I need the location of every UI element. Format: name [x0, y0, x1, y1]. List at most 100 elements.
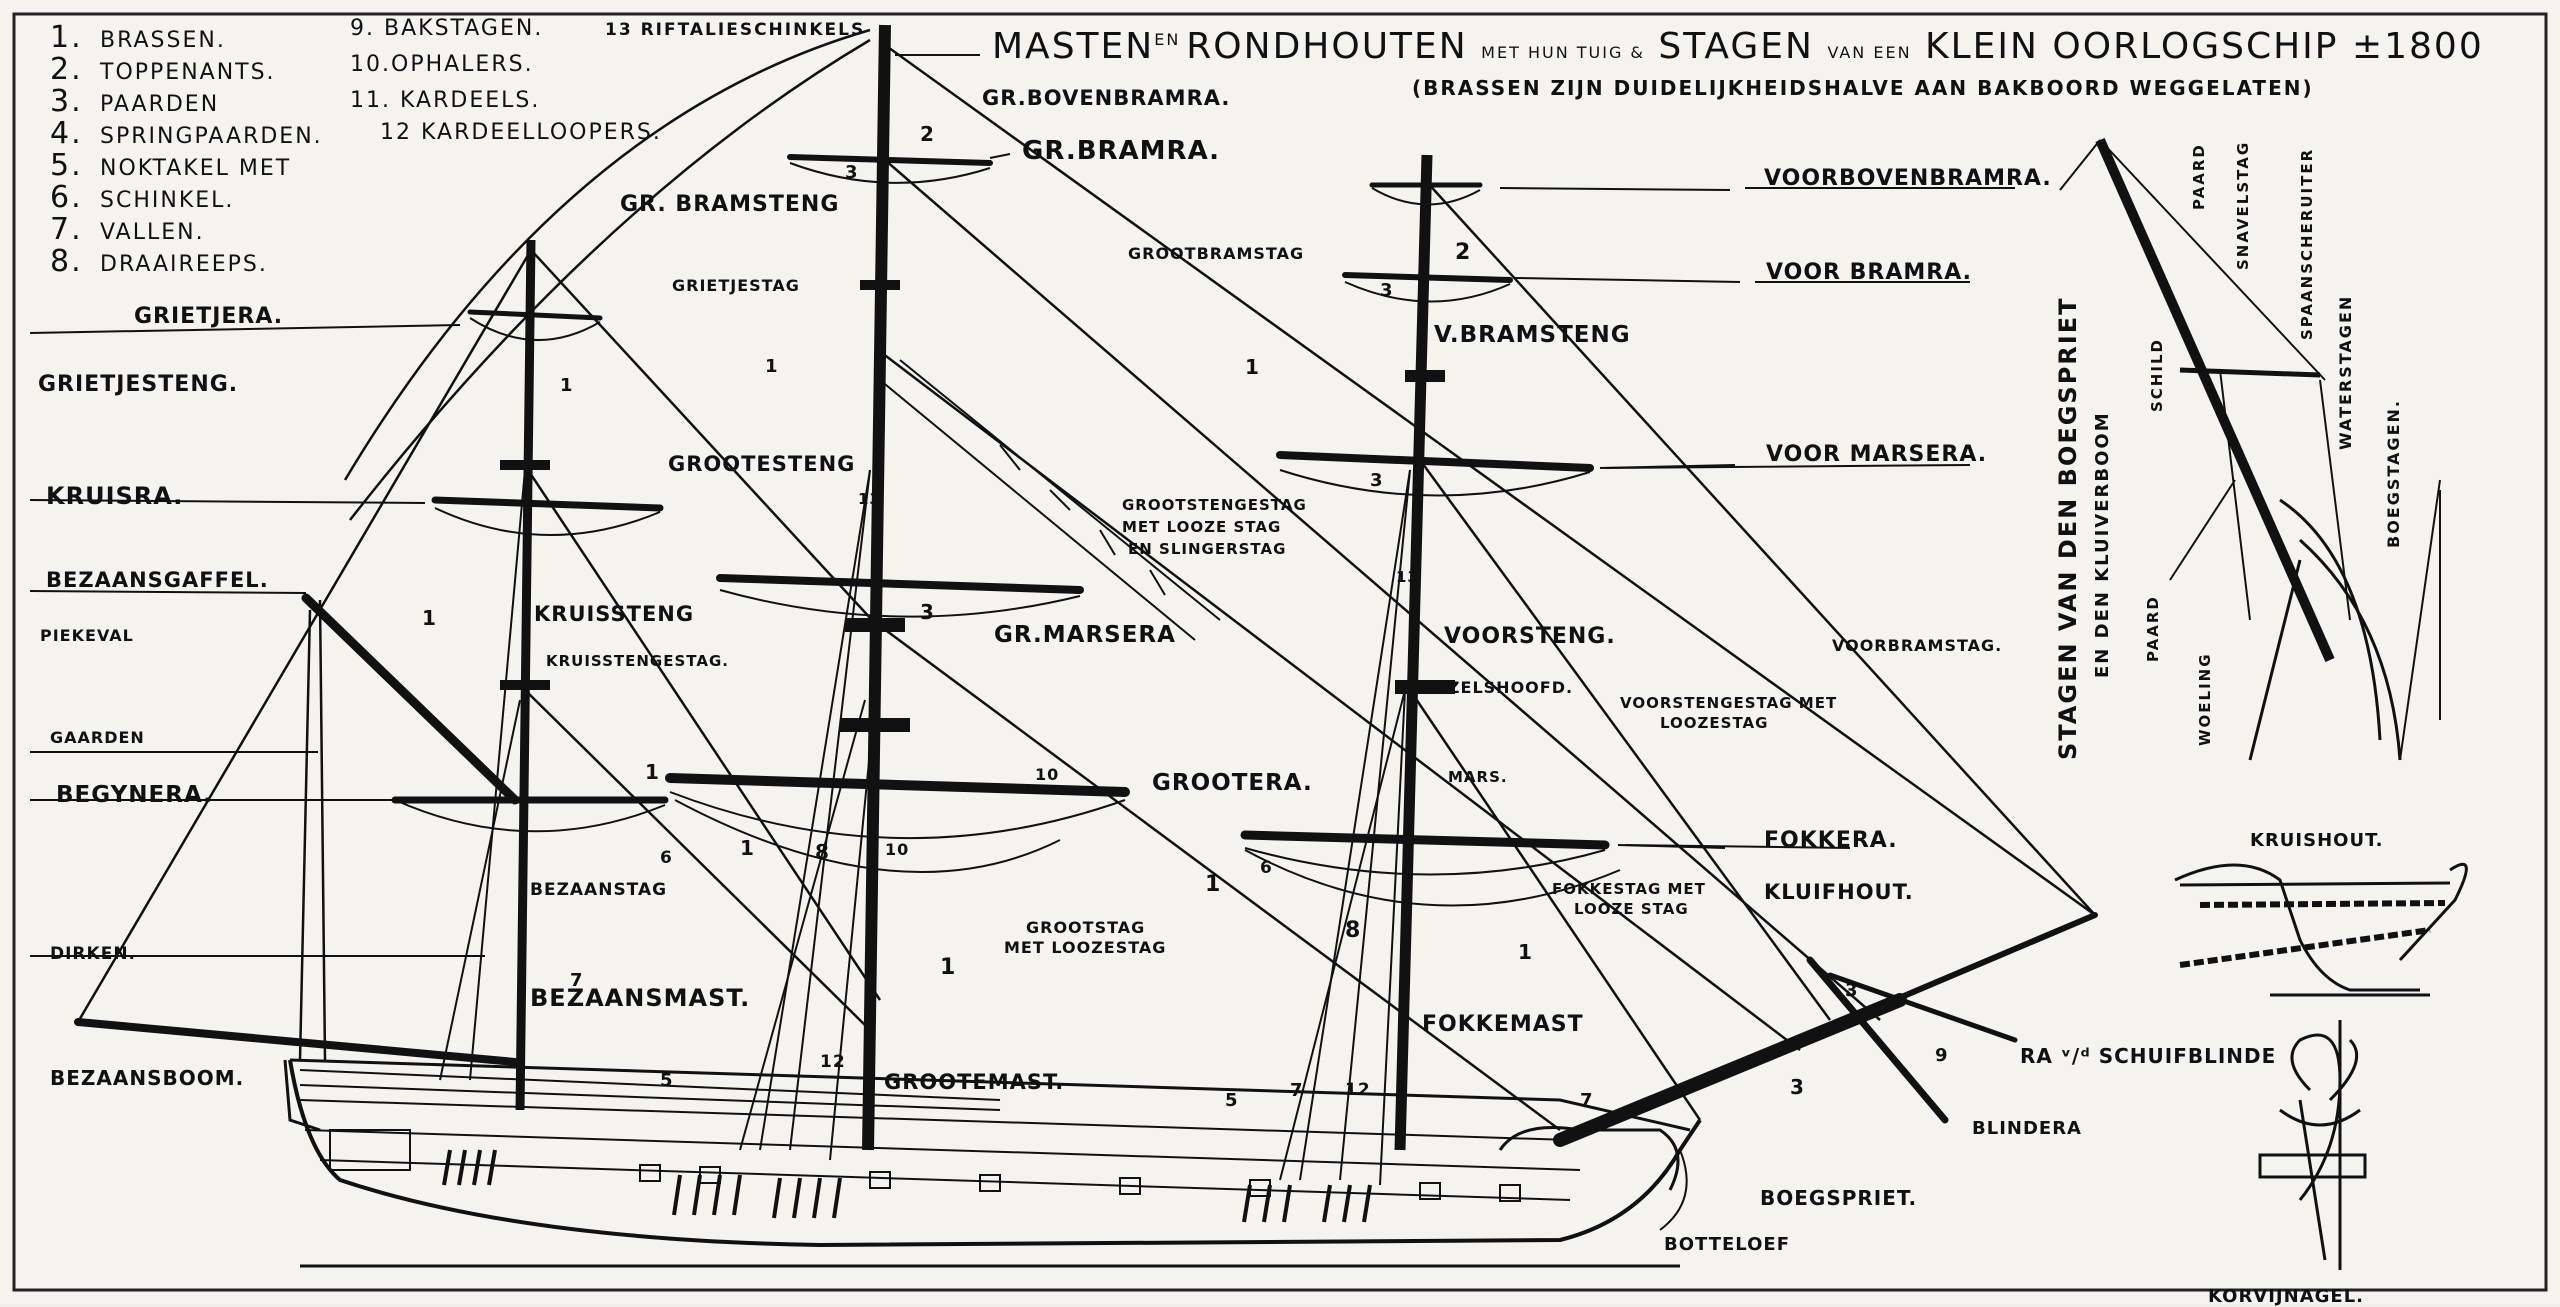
numeral: 1 — [765, 356, 779, 377]
label-fokkestag-2: LOOZE STAG — [1574, 900, 1689, 918]
label-ezelshoofd: EZELSHOOFD. — [1436, 678, 1574, 697]
numeral: 6 — [660, 848, 673, 868]
label-paard-2: PAARD — [2144, 595, 2162, 662]
label-v-bramsteng: V.BRAMSTENG — [1434, 322, 1631, 348]
mast-tops — [500, 280, 1455, 732]
shrouds — [439, 469, 1411, 1186]
label-schild: SCHILD — [2148, 338, 2166, 412]
numeral: 1 — [1245, 355, 1260, 379]
title-stagen: STAGEN — [1658, 26, 1814, 67]
label-gr-bramra: GR.BRAMRA. — [1022, 136, 1221, 166]
legend-item: 13 RIFTALIESCHINKELS — [605, 20, 866, 40]
numeral: 1 — [1205, 872, 1222, 897]
numeral: 1 — [645, 760, 660, 784]
label-kruisstengestag: KRUISSTENGESTAG. — [546, 652, 729, 670]
numeral: 7 — [1580, 1090, 1594, 1111]
numeral: 8 — [1345, 918, 1362, 943]
numeral: 1 — [422, 606, 437, 630]
label-fokkera: FOKKERA. — [1764, 828, 1898, 853]
label-paard: PAARD — [2190, 143, 2208, 210]
legend-item: 6.SCHINKEL. — [50, 180, 235, 215]
label-woeling: WOELING — [2196, 652, 2214, 746]
numeral: 3 — [1790, 1075, 1805, 1099]
legend-item: 12 KARDEELLOOPERS. — [380, 120, 662, 145]
label-kruissteng: KRUISSTENG — [534, 602, 695, 626]
fokkemast — [1394, 154, 1433, 1151]
label-kluifhout: KLUIFHOUT. — [1764, 880, 1914, 904]
gunports — [639, 1164, 1521, 1202]
label-bezaansboom: BEZAANSBOOM. — [50, 1066, 245, 1090]
bezaansmast — [515, 239, 536, 1111]
masts — [515, 24, 1433, 1151]
numeral: 13 — [858, 490, 881, 508]
title-masten: MASTEN — [992, 26, 1155, 67]
numeral: 1 — [1518, 940, 1533, 964]
label-voorstengestag-2: LOOZESTAG — [1660, 714, 1769, 732]
legend-item: 9. BAKSTAGEN. — [350, 16, 544, 41]
label-voor-marsera: VOOR MARSERA. — [1766, 442, 1988, 467]
sheet-border — [12, 12, 2548, 1292]
label-gr-bramsteng: GR. BRAMSTENG — [620, 192, 840, 217]
label-voorsteng: VOORSTENG. — [1444, 624, 1616, 649]
label-fokkemast: FOKKEMAST — [1422, 1012, 1584, 1037]
numeral: 2 — [1455, 240, 1472, 265]
label-boegstagen: BOEGSTAGEN. — [2384, 399, 2403, 548]
label-grietjesteng: GRIETJESTENG. — [38, 372, 239, 397]
legend-item: 7.VALLEN. — [50, 212, 205, 247]
title-small-1: MET HUN TUIG & — [1481, 43, 1645, 62]
label-boegspriet: BOEGSPRIET. — [1760, 1186, 1918, 1210]
label-bezaansmast: BEZAANSMAST. — [530, 984, 751, 1012]
numeral: 5 — [1225, 1090, 1239, 1111]
numeral: 5 — [660, 1070, 674, 1091]
legend-item: 11. KARDEELS. — [350, 88, 541, 113]
numeral: 10 — [1035, 765, 1060, 784]
label-gaarden: GAARDEN — [50, 728, 145, 747]
label-begynera: BEGYNERA. — [56, 782, 213, 808]
title-sup: EN — [1154, 30, 1181, 49]
sails — [394, 162, 1621, 907]
legend-item: 1.BRASSEN. — [50, 20, 226, 55]
label-fokkestag-1: FOKKESTAG MET — [1552, 880, 1706, 898]
label-botteloef: BOTTELOEF — [1664, 1234, 1791, 1255]
label-ra-schuifblinde: RA ᵛ/ᵈ SCHUIFBLINDE — [2020, 1044, 2277, 1068]
numeral: 8 — [815, 840, 830, 864]
label-grietjera: GRIETJERA. — [134, 304, 284, 329]
stays — [76, 28, 2096, 1132]
numeral: 1 — [560, 375, 574, 396]
label-dirken: DIRKEN. — [50, 944, 136, 964]
label-stagen-kluiverboom: EN DEN KLUIVERBOOM — [2092, 411, 2113, 678]
label-gr-marsera: GR.MARSERA — [994, 622, 1176, 648]
label-voorbovenbramra: VOORBOVENBRAMRA. — [1764, 166, 2052, 191]
label-grootemast: GROOTEMAST. — [884, 1070, 1065, 1094]
numeral: 12 — [1345, 1080, 1371, 1100]
title-small-2: VAN EEN — [1827, 43, 1912, 62]
numeral: 12 — [820, 1052, 846, 1072]
label-waterstagen: WATERSTAGEN — [2336, 294, 2355, 450]
legend-item: 10.OPHALERS. — [350, 52, 534, 77]
title-year: ±1800 — [2351, 26, 2484, 67]
grootemast — [862, 24, 891, 1151]
label-grootbramstag: GROOTBRAMSTAG — [1128, 244, 1305, 263]
label-grietjestag: GRIETJESTAG — [672, 276, 800, 295]
label-blindera: BLINDERA — [1972, 1118, 2082, 1139]
yards — [74, 154, 2098, 1147]
label-grootstengestag-1: GROOTSTENGESTAG — [1122, 496, 1307, 514]
label-grootstag-1: GROOTSTAG — [1026, 918, 1146, 937]
label-bezaansgaffel: BEZAANSGAFFEL. — [46, 568, 269, 592]
numeral: 1 — [940, 955, 957, 980]
label-voorstengestag-1: VOORSTENGESTAG MET — [1620, 694, 1838, 712]
numeral: 3 — [1380, 280, 1394, 301]
label-piekeval: PIEKEVAL — [40, 626, 134, 645]
deadeyes — [442, 1149, 1372, 1223]
label-grootstengestag-3: EN SLINGERSTAG — [1128, 540, 1287, 558]
label-gr-bovenbramra: GR.BOVENBRAMRA. — [982, 86, 1231, 110]
label-voor-bramra: VOOR BRAMRA. — [1766, 260, 1973, 285]
numeral: 3 — [920, 600, 935, 624]
label-grootera: GROOTERA. — [1152, 770, 1313, 796]
label-grootstag-2: MET LOOZESTAG — [1004, 938, 1167, 957]
legend-item: 8.DRAAIREEPS. — [50, 244, 268, 279]
label-kruisra: KRUISRA. — [46, 482, 184, 510]
